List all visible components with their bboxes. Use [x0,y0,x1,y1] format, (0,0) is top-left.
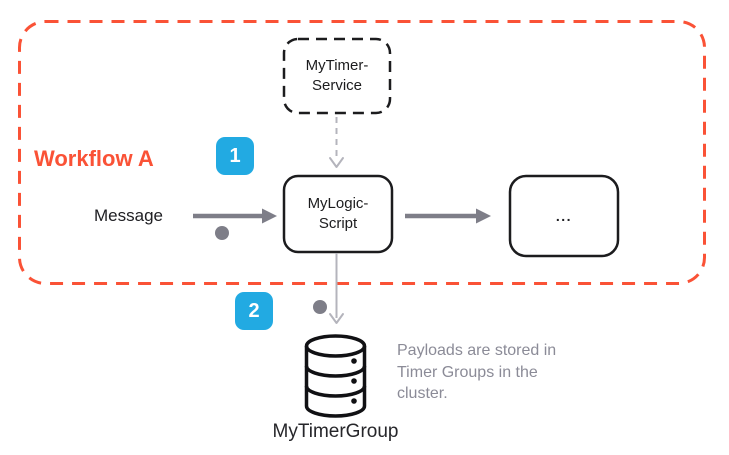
message-dot [215,226,229,240]
database-icon [304,334,367,418]
timer-service-box [282,37,392,115]
store-arrowhead-icon [329,313,344,324]
timer-service-label: MyTimer- Service [284,39,390,113]
logic-script-label-line2: Script [318,215,358,232]
logic-script-label-line1: MyLogic- [307,195,369,212]
step-1-badge: 1 [216,137,254,175]
store-dot [313,300,327,314]
timer-service-label-line2: Service [311,77,363,94]
timer-service-arrowhead-icon [329,157,344,168]
message-arrowhead-icon [262,208,277,224]
ellipsis-label: ... [555,208,573,224]
step-2-badge: 2 [235,292,273,330]
next-step-arrowhead-icon [476,208,491,224]
workflow-label: Workflow A [34,146,154,171]
logic-script-box [282,174,394,254]
timer-service-label-line1: MyTimer- [305,57,369,74]
ellipsis-box [508,174,620,258]
message-label: Message [94,206,163,225]
timer-group-label: MyTimerGroup [272,421,399,442]
logic-script-label: MyLogic- Script [284,176,392,252]
payloads-note: Payloads are stored in Timer Groups in t… [397,342,557,402]
workflow-boundary [18,20,706,285]
